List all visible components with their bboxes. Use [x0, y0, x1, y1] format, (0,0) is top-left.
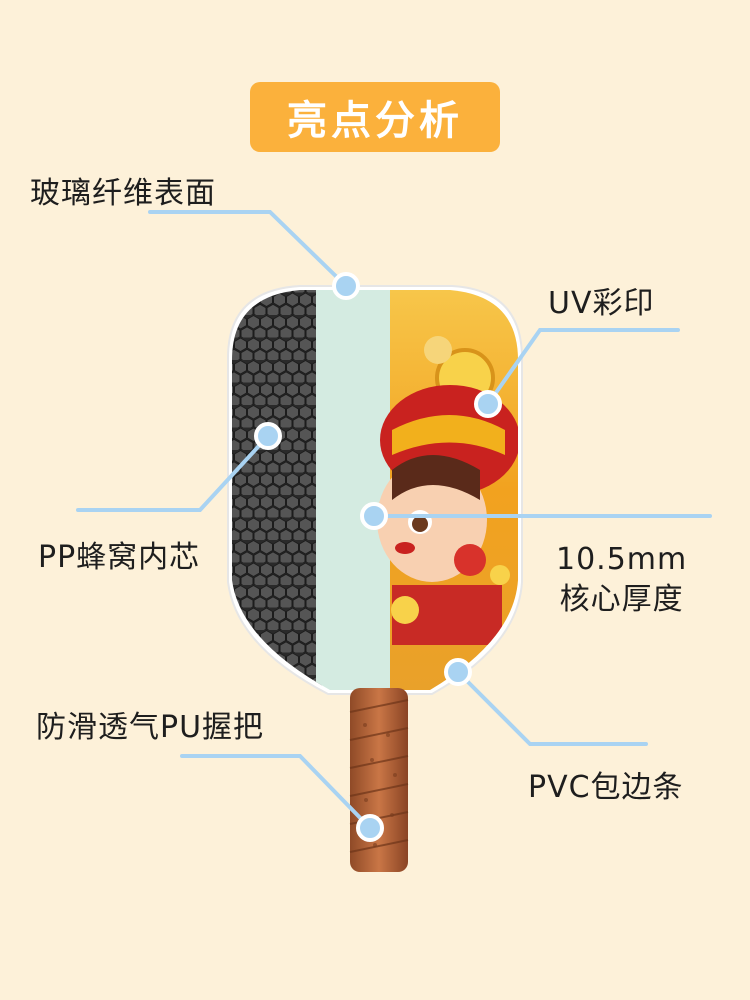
dot-glass [332, 272, 360, 300]
callout-dots [254, 272, 502, 842]
callout-pp-honeycomb-core: PP蜂窝内芯 [38, 540, 201, 575]
grip-handle [350, 688, 408, 872]
core-thickness-value: 10.5mm [556, 542, 688, 577]
dot-pvc [444, 658, 472, 686]
callout-core-thickness: 10.5mm 核心厚度 [556, 540, 687, 620]
dot-thick [360, 502, 388, 530]
dot-pp [254, 422, 282, 450]
dot-uv [474, 390, 502, 418]
dot-grip [356, 814, 384, 842]
callout-uv-print: UV彩印 [548, 286, 655, 321]
title-badge: 亮点分析 [250, 82, 500, 152]
honeycomb-core [232, 290, 322, 690]
glass-fiber-layer [316, 290, 392, 690]
callout-lines [76, 210, 712, 830]
callout-glass-fiber-surface: 玻璃纤维表面 [30, 176, 216, 211]
callout-grip: 防滑透气PU握把 [36, 710, 265, 745]
callout-pvc-edge: PVC包边条 [528, 770, 684, 805]
core-thickness-label: 核心厚度 [559, 582, 684, 617]
page-title: 亮点分析 [287, 98, 463, 144]
